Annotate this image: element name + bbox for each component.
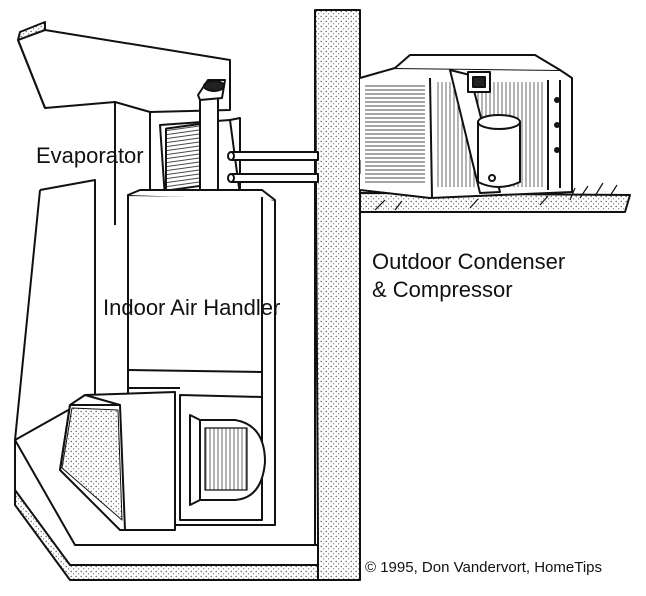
air-handler-label: Indoor Air Handler xyxy=(103,295,281,320)
copyright-notice: © 1995, Don Vandervort, HomeTips xyxy=(365,559,602,576)
compressor xyxy=(477,114,521,188)
exterior-wall xyxy=(314,9,361,581)
condenser-label: Outdoor Condenser & Compressor xyxy=(372,248,565,304)
return-duct xyxy=(17,29,231,113)
blower-fan xyxy=(189,414,266,506)
condenser-label-line2: & Compressor xyxy=(372,277,513,302)
condenser-unit xyxy=(359,54,573,199)
condenser-label-line1: Outdoor Condenser xyxy=(372,249,566,274)
floor-slab xyxy=(14,439,319,581)
evaporator-label: Evaporator xyxy=(36,143,144,168)
supply-plenum xyxy=(59,391,176,531)
